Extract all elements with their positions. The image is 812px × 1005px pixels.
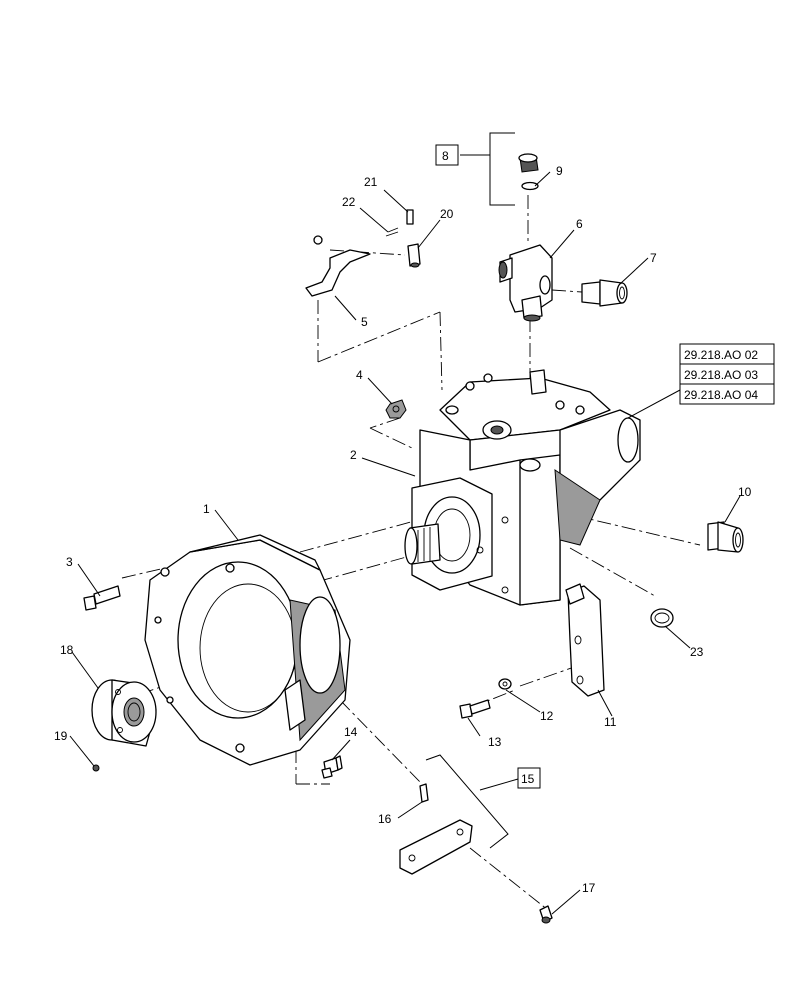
bolt-3 xyxy=(83,585,121,611)
callout-12: 12 xyxy=(540,709,554,723)
callout-21: 21 xyxy=(364,175,378,189)
reference-link-2[interactable]: 29.218.AO 03 xyxy=(684,368,758,382)
bracket-11 xyxy=(565,583,605,697)
callout-15-box xyxy=(517,767,541,789)
callout-19: 19 xyxy=(54,729,68,743)
callout-17: 17 xyxy=(582,881,596,895)
callout-22: 22 xyxy=(342,195,356,209)
hydraulic-pump-assembly xyxy=(404,369,641,606)
tee-fitting-6 xyxy=(498,244,553,322)
callout-13: 13 xyxy=(488,735,502,749)
washer-12 xyxy=(498,678,512,690)
callout-1: 1 xyxy=(203,502,210,516)
callout-3: 3 xyxy=(66,555,73,569)
bolt-13 xyxy=(459,699,491,719)
bracket-5 xyxy=(305,235,371,297)
callout-16: 16 xyxy=(378,812,392,826)
callout-11: 11 xyxy=(604,715,617,729)
callout-20: 20 xyxy=(440,207,454,221)
reference-link-1[interactable]: 29.218.AO 02 xyxy=(684,348,758,362)
plug-9 xyxy=(518,153,539,191)
screw-19 xyxy=(92,764,100,772)
callout-4: 4 xyxy=(356,368,363,382)
bolt-17 xyxy=(539,905,553,924)
pin-16 xyxy=(419,783,429,803)
callout-9: 9 xyxy=(556,164,563,178)
callout-10: 10 xyxy=(738,485,752,499)
leader-lines xyxy=(69,132,741,915)
fitting-10 xyxy=(707,521,744,553)
callout-8-box xyxy=(435,144,459,166)
callout-7: 7 xyxy=(650,251,657,265)
callout-5: 5 xyxy=(361,315,368,329)
callout-15: 15 xyxy=(521,772,535,786)
callout-18: 18 xyxy=(60,643,74,657)
fitting-7 xyxy=(581,279,628,307)
housing-1 xyxy=(144,534,351,766)
hardware-20-21-22 xyxy=(385,209,421,268)
callout-6: 6 xyxy=(576,217,583,231)
cover-plate xyxy=(399,819,473,875)
nut-4 xyxy=(385,399,407,419)
clamp-23 xyxy=(650,608,674,628)
callout-23: 23 xyxy=(690,645,704,659)
callout-labels: 1 2 3 4 5 6 7 9 10 11 12 13 14 16 17 18 … xyxy=(54,144,752,895)
reference-link-3[interactable]: 29.218.AO 04 xyxy=(684,388,758,402)
callout-2: 2 xyxy=(350,448,357,462)
callout-8: 8 xyxy=(442,149,449,163)
callout-14: 14 xyxy=(344,725,358,739)
flange-18 xyxy=(91,679,157,747)
reference-box: 29.218.AO 02 29.218.AO 03 29.218.AO 04 xyxy=(679,343,775,405)
